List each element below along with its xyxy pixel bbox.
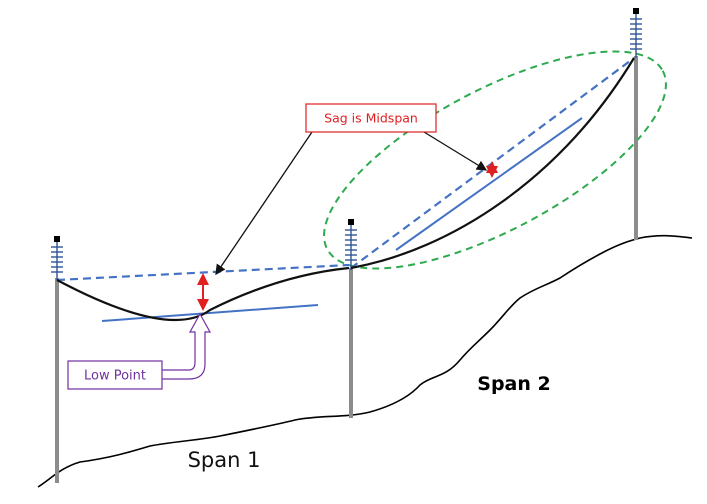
span2-conductor	[350, 57, 635, 270]
span1-tangent-line	[101, 304, 319, 322]
sag-callout-label: Sag is Midspan	[324, 111, 418, 126]
ground-terrain	[37, 234, 693, 488]
span1-chord-line	[56, 263, 350, 282]
callout-pointer-span1	[215, 131, 313, 276]
sag-callout-box	[305, 103, 437, 133]
pole-middle	[345, 219, 357, 418]
low-point-box	[67, 360, 163, 390]
pole-right	[630, 8, 642, 240]
callout-pointer-span2	[423, 131, 488, 171]
span1-label: Span 1	[188, 448, 261, 472]
span2-tangent-line	[395, 117, 583, 251]
span2-highlight-ellipse	[323, 50, 667, 270]
low-point-pointer	[160, 312, 212, 380]
pole-left	[51, 236, 63, 483]
low-point-label: Low Point	[84, 369, 146, 384]
span2-label: Span 2	[477, 373, 550, 395]
span1-conductor	[56, 266, 350, 322]
